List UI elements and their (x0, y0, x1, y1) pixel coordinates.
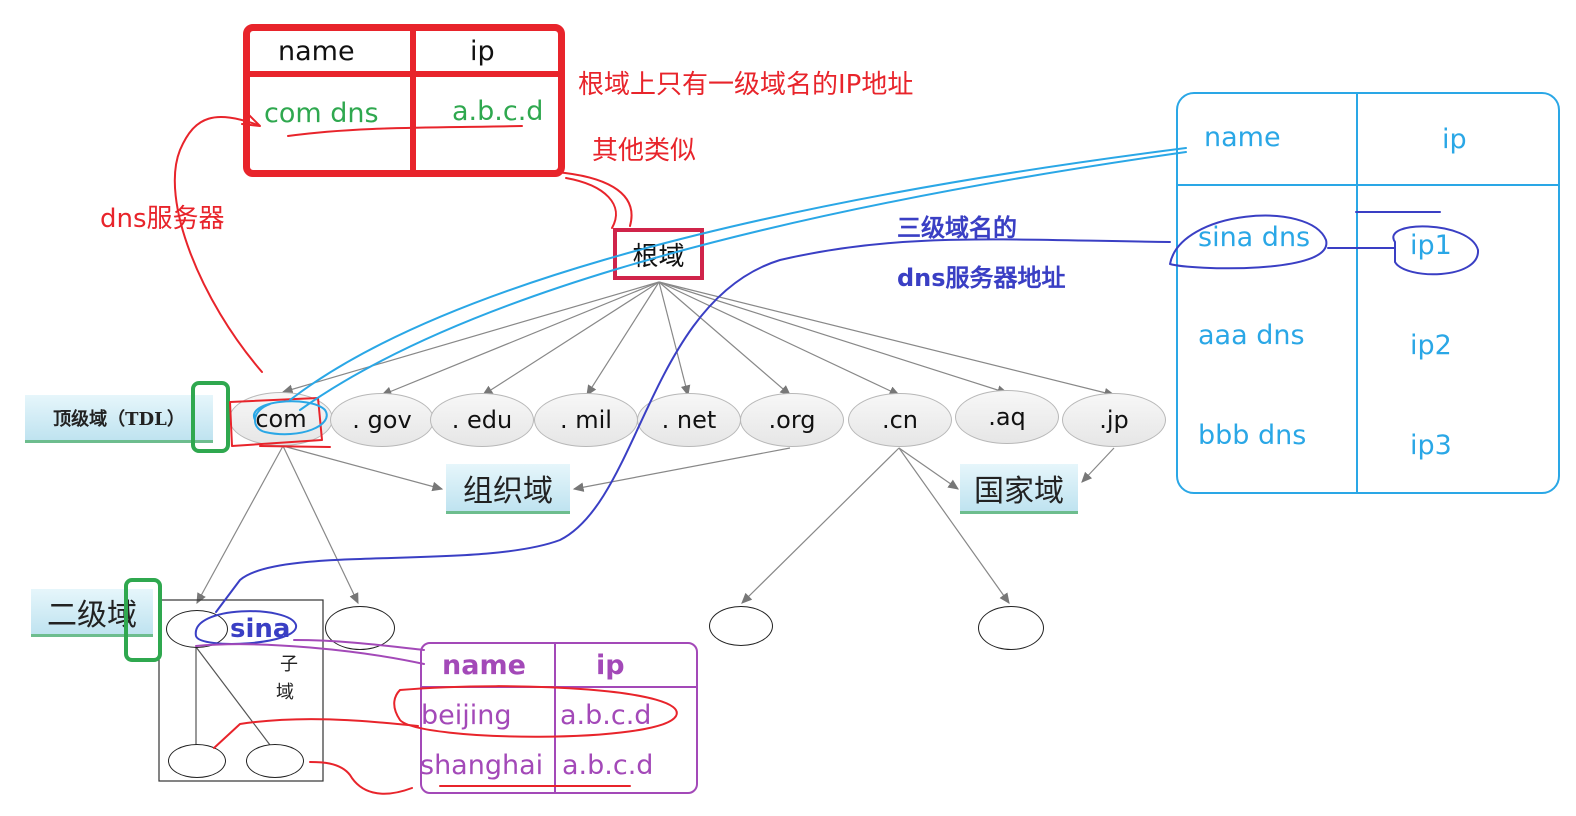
tld-node: .org (740, 393, 844, 447)
beijing-node (168, 744, 226, 778)
other-note: 其他类似 (592, 136, 697, 166)
sina-table-header-ip: ip (596, 650, 625, 681)
tld-node: . edu (430, 393, 534, 447)
tld-node: . net (637, 393, 741, 447)
com-table-header-ip: ip (1442, 124, 1467, 155)
second-level-node (325, 606, 395, 650)
com-table-row-name: sina dns (1198, 222, 1311, 253)
com-table-row-ip: ip2 (1410, 330, 1452, 361)
sina-table-row-name: shanghai (420, 750, 544, 781)
root-table-header-ip: ip (470, 36, 495, 67)
com-table-row-ip: ip3 (1410, 430, 1452, 461)
sina-table-row-ip: a.b.c.d (562, 750, 654, 781)
root-note: 根域上只有一级域名的IP地址 (578, 70, 914, 100)
sina-node (166, 610, 228, 648)
second-level-label: 二级域 (31, 589, 153, 637)
tld-label: 顶级域（TDL） (25, 395, 213, 443)
cn-child-node-2 (978, 606, 1044, 650)
org-domain-label: 组织域 (446, 464, 570, 514)
tld-node: . gov (330, 393, 434, 447)
root-table-header-name: name (278, 36, 355, 67)
third-level-note-1: 三级域名的 (897, 214, 1017, 242)
root-domain-node: 根域 (613, 228, 704, 280)
sina-table-header-name: name (442, 650, 526, 681)
third-level-note-2: dns服务器地址 (897, 264, 1066, 292)
sina-table-row-name: beijing (421, 700, 512, 731)
com-table-row-name: aaa dns (1198, 320, 1305, 351)
sub-domain-label-2: 域 (276, 682, 294, 703)
com-table-row-ip: ip1 (1410, 230, 1452, 261)
sina-table-row-ip: a.b.c.d (560, 700, 652, 731)
root-table-row-name: com dns (264, 98, 379, 129)
root-table-row-ip: a.b.c.d (452, 96, 544, 127)
cn-child-node-1 (709, 606, 773, 646)
com-table-header-name: name (1204, 122, 1281, 153)
dns-server-note: dns服务器 (100, 204, 225, 234)
shanghai-node (246, 744, 304, 778)
com-table-row-name: bbb dns (1198, 420, 1307, 451)
tld-node: . mil (534, 393, 638, 447)
sina-label: sina (230, 614, 291, 644)
sub-domain-label-1: 子 (280, 654, 298, 675)
tld-node: .jp (1062, 393, 1166, 447)
country-domain-label: 国家域 (960, 464, 1078, 514)
tld-node: com (229, 392, 333, 446)
tld-node: .aq (955, 390, 1059, 444)
tld-node: .cn (848, 393, 952, 447)
